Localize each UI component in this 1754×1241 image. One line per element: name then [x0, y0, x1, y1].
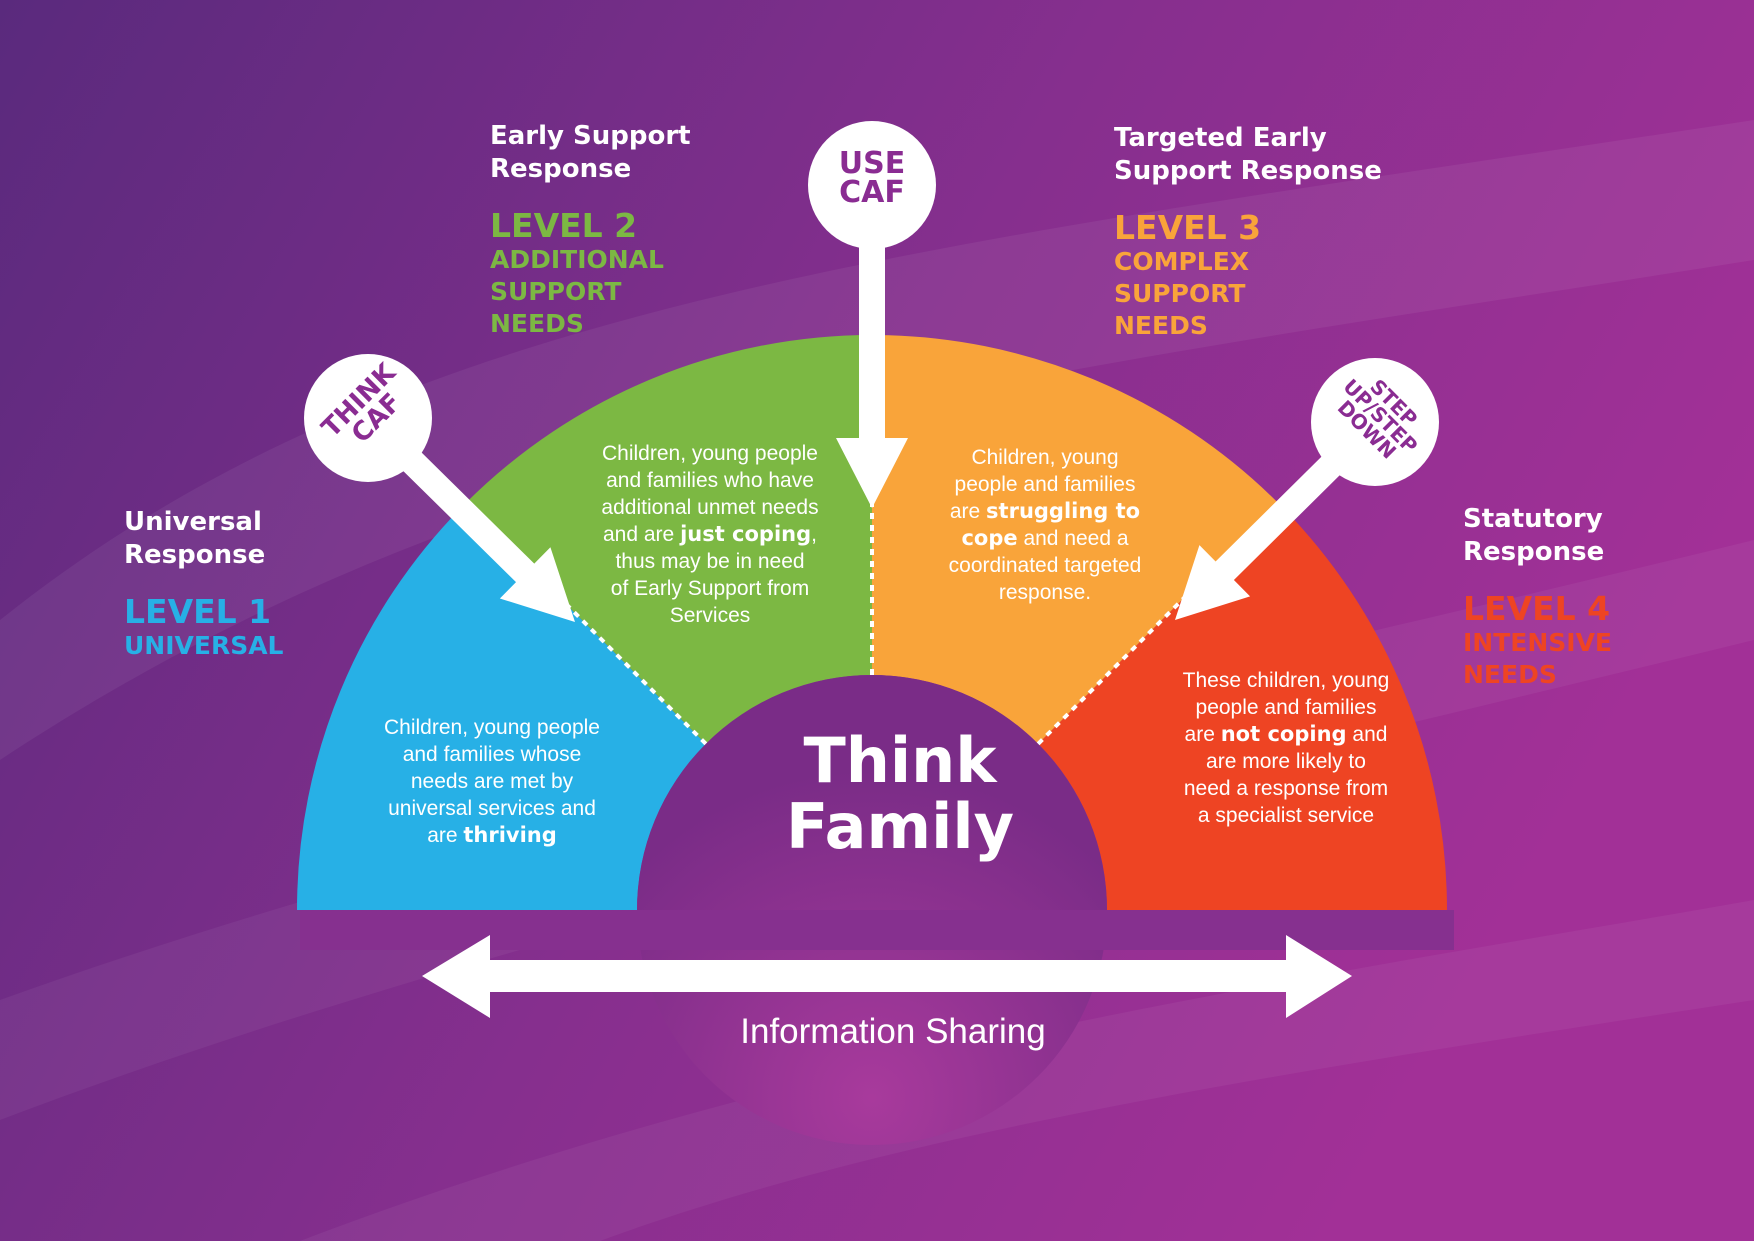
- emphasis-text: not coping: [1220, 722, 1347, 746]
- emphasis-text: struggling to: [986, 499, 1141, 523]
- callout-pointers: [304, 121, 1439, 622]
- information-sharing-label: Information Sharing: [740, 1012, 1046, 1051]
- emphasis-text: just coping: [680, 522, 812, 546]
- level-2-segment: [465, 335, 872, 744]
- level-3-segment: [872, 335, 1279, 744]
- think-caf-circle: [304, 354, 432, 482]
- level-segments: [297, 335, 1447, 910]
- use-caf-circle: [808, 121, 936, 249]
- base-strip: [300, 910, 1454, 950]
- info-sharing-arrow: [422, 935, 1352, 1018]
- use-caf-pointer: [808, 121, 936, 508]
- use-caf-arrow: [836, 185, 908, 508]
- level-4-title: LEVEL 4: [1463, 589, 1611, 628]
- step-up-step-down-circle: [1311, 358, 1439, 486]
- step-up-step-down-pointer: [1175, 358, 1439, 620]
- level-2-title: LEVEL 2: [490, 206, 638, 245]
- level-4-segment: [1038, 503, 1447, 910]
- background-swoosh-1: [0, 120, 1754, 760]
- emphasis-text: cope: [961, 526, 1018, 550]
- think-caf-pointer: [304, 354, 575, 622]
- level-1-segment: [297, 503, 706, 910]
- level-1-name: UNIVERSAL: [124, 631, 284, 660]
- level-3-title: LEVEL 3: [1114, 208, 1262, 247]
- emphasis-text: thriving: [463, 823, 557, 847]
- level-1-title: LEVEL 1: [124, 592, 272, 631]
